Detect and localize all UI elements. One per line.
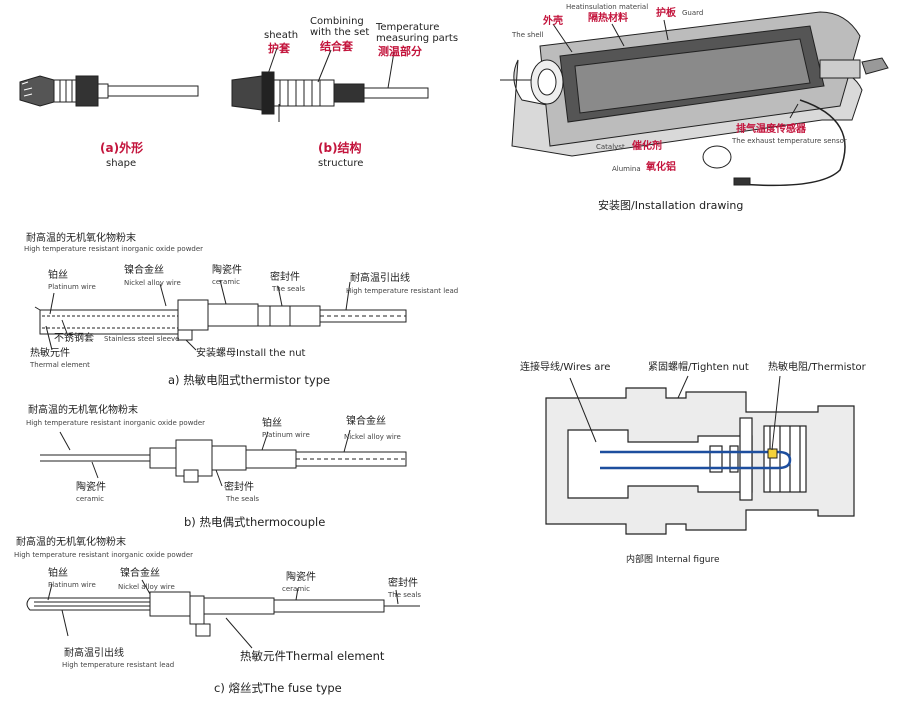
fuse-powder-zh: 耐高温的无机氧化物粉末 (16, 537, 126, 548)
internal-thermistor-label: 热敏电阻/Thermistor (768, 362, 866, 373)
temp-measuring-label-zh: 测温部分 (378, 45, 422, 58)
insulation-label-en: Heatinsulation material (566, 3, 649, 11)
thermistor-element-en: Thermal element (30, 361, 90, 369)
thermistor-platinum-en: Platinum wire (48, 283, 96, 291)
thermistor-seals-zh: 密封件 (270, 272, 300, 283)
thermistor-lead-en: High temperature resistant lead (346, 287, 459, 295)
thermistor-sleeve-zh: 不锈钢套 (54, 333, 94, 344)
thermistor-nickel-zh: 镍合金丝 (124, 265, 164, 276)
thermistor-powder-zh: 耐高温的无机氧化物粉末 (26, 233, 136, 244)
thermocouple-powder-zh: 耐高温的无机氧化物粉末 (28, 405, 138, 416)
sensor-label-en: The exhaust temperature sensor (732, 137, 847, 145)
fuse-lead-zh: 耐高温引出线 (64, 648, 124, 659)
thermocouple-caption: b) 热电偶式thermocouple (184, 515, 326, 529)
internal-leaders (569, 375, 781, 451)
caption-shape-zh: (a)外形 (100, 141, 144, 155)
fuse-lead-en: High temperature resistant lead (62, 661, 175, 669)
thermistor-nickel-en: Nickel alloy wire (124, 279, 181, 287)
thermistor-ceramic-en: ceramic (212, 278, 240, 286)
internal-nut-label: 紧固螺帽/Tighten nut (648, 362, 749, 373)
sensor-structure-drawing (231, 47, 429, 122)
alumina-label-en: Alumina (612, 165, 641, 173)
fuse-powder-en: High temperature resistant inorganic oxi… (14, 551, 194, 559)
fuse-platinum-zh: 铂丝 (48, 568, 68, 579)
thermocouple-nickel-zh: 镍合金丝 (346, 416, 386, 427)
converter-drawing (500, 11, 889, 187)
catalyst-label-en: Catalyst (596, 143, 625, 151)
thermocouple-powder-en: High temperature resistant inorganic oxi… (26, 419, 206, 427)
shell-label-en: The shell (512, 31, 544, 39)
sensor-label-zh: 排气温度传感器 (736, 124, 806, 135)
thermistor-caption: a) 热敏电阻式thermistor type (168, 373, 331, 387)
fuse-type-drawing (26, 579, 420, 649)
fuse-nickel-en: Nickel alloy wire (118, 583, 175, 591)
thermocouple-type-drawing (40, 429, 407, 487)
catalyst-label-zh: 催化剂 (632, 141, 662, 152)
sheath-label: sheath (264, 30, 299, 41)
installation-caption: 安装图/Installation drawing (598, 199, 744, 212)
thermistor-powder-en: High temperature resistant inorganic oxi… (24, 245, 204, 253)
combining-label: Combining with the set (310, 16, 370, 38)
fuse-seals-zh: 密封件 (388, 578, 418, 589)
sheath-label-zh: 护套 (268, 42, 290, 55)
thermocouple-ceramic-en: ceramic (76, 495, 104, 503)
thermistor-seals-en: The seals (272, 285, 306, 293)
shell-label-zh: 外壳 (543, 16, 563, 27)
fuse-caption: c) 熔丝式The fuse type (214, 681, 342, 695)
thermistor-nut-label: 安装螺母Install the nut (196, 348, 306, 359)
thermocouple-platinum-en: Platinum wire (262, 431, 310, 439)
fuse-ceramic-en: ceramic (282, 585, 310, 593)
fuse-element-label: 热敏元件Thermal element (240, 649, 385, 663)
caption-structure-zh: (b)结构 (318, 141, 362, 155)
fuse-ceramic-zh: 陶瓷件 (286, 572, 316, 583)
caption-structure-en: structure (318, 158, 364, 169)
fuse-platinum-en: Platinum wire (48, 581, 96, 589)
internal-figure-drawing (545, 387, 855, 535)
fuse-seals-en: The seals (388, 591, 422, 599)
temp-measuring-label: Temperature measuring parts (376, 22, 459, 44)
thermistor-lead-zh: 耐高温引出线 (350, 273, 410, 284)
thermocouple-platinum-zh: 铂丝 (262, 418, 282, 429)
thermocouple-nickel-en: Nickel alloy wire (344, 433, 401, 441)
combining-label-zh: 结合套 (320, 40, 353, 53)
fuse-nickel-zh: 镍合金丝 (120, 568, 160, 579)
thermocouple-ceramic-zh: 陶瓷件 (76, 482, 106, 493)
sensor-shape-drawing (19, 75, 199, 107)
thermistor-platinum-zh: 铂丝 (48, 270, 68, 281)
guard-label-zh: 护板 (656, 8, 676, 19)
internal-wires (600, 450, 792, 470)
thermistor-sleeve-en: Stainless steel sleeve (104, 335, 180, 343)
thermistor-ceramic-zh: 陶瓷件 (212, 265, 242, 276)
alumina-label-zh: 氧化铝 (646, 162, 676, 173)
insulation-label-zh: 隔热材料 (588, 13, 628, 24)
caption-shape-en: shape (106, 158, 137, 169)
thermocouple-seals-zh: 密封件 (224, 482, 254, 493)
internal-caption: 内部图 Internal figure (626, 555, 720, 565)
internal-wires-label: 连接导线/Wires are (520, 362, 611, 373)
thermistor-chip (767, 448, 778, 459)
thermocouple-seals-en: The seals (226, 495, 260, 503)
thermistor-type-drawing (34, 279, 407, 351)
guard-label-en: Guard (682, 9, 704, 17)
thermistor-element-zh: 热敏元件 (30, 348, 70, 359)
